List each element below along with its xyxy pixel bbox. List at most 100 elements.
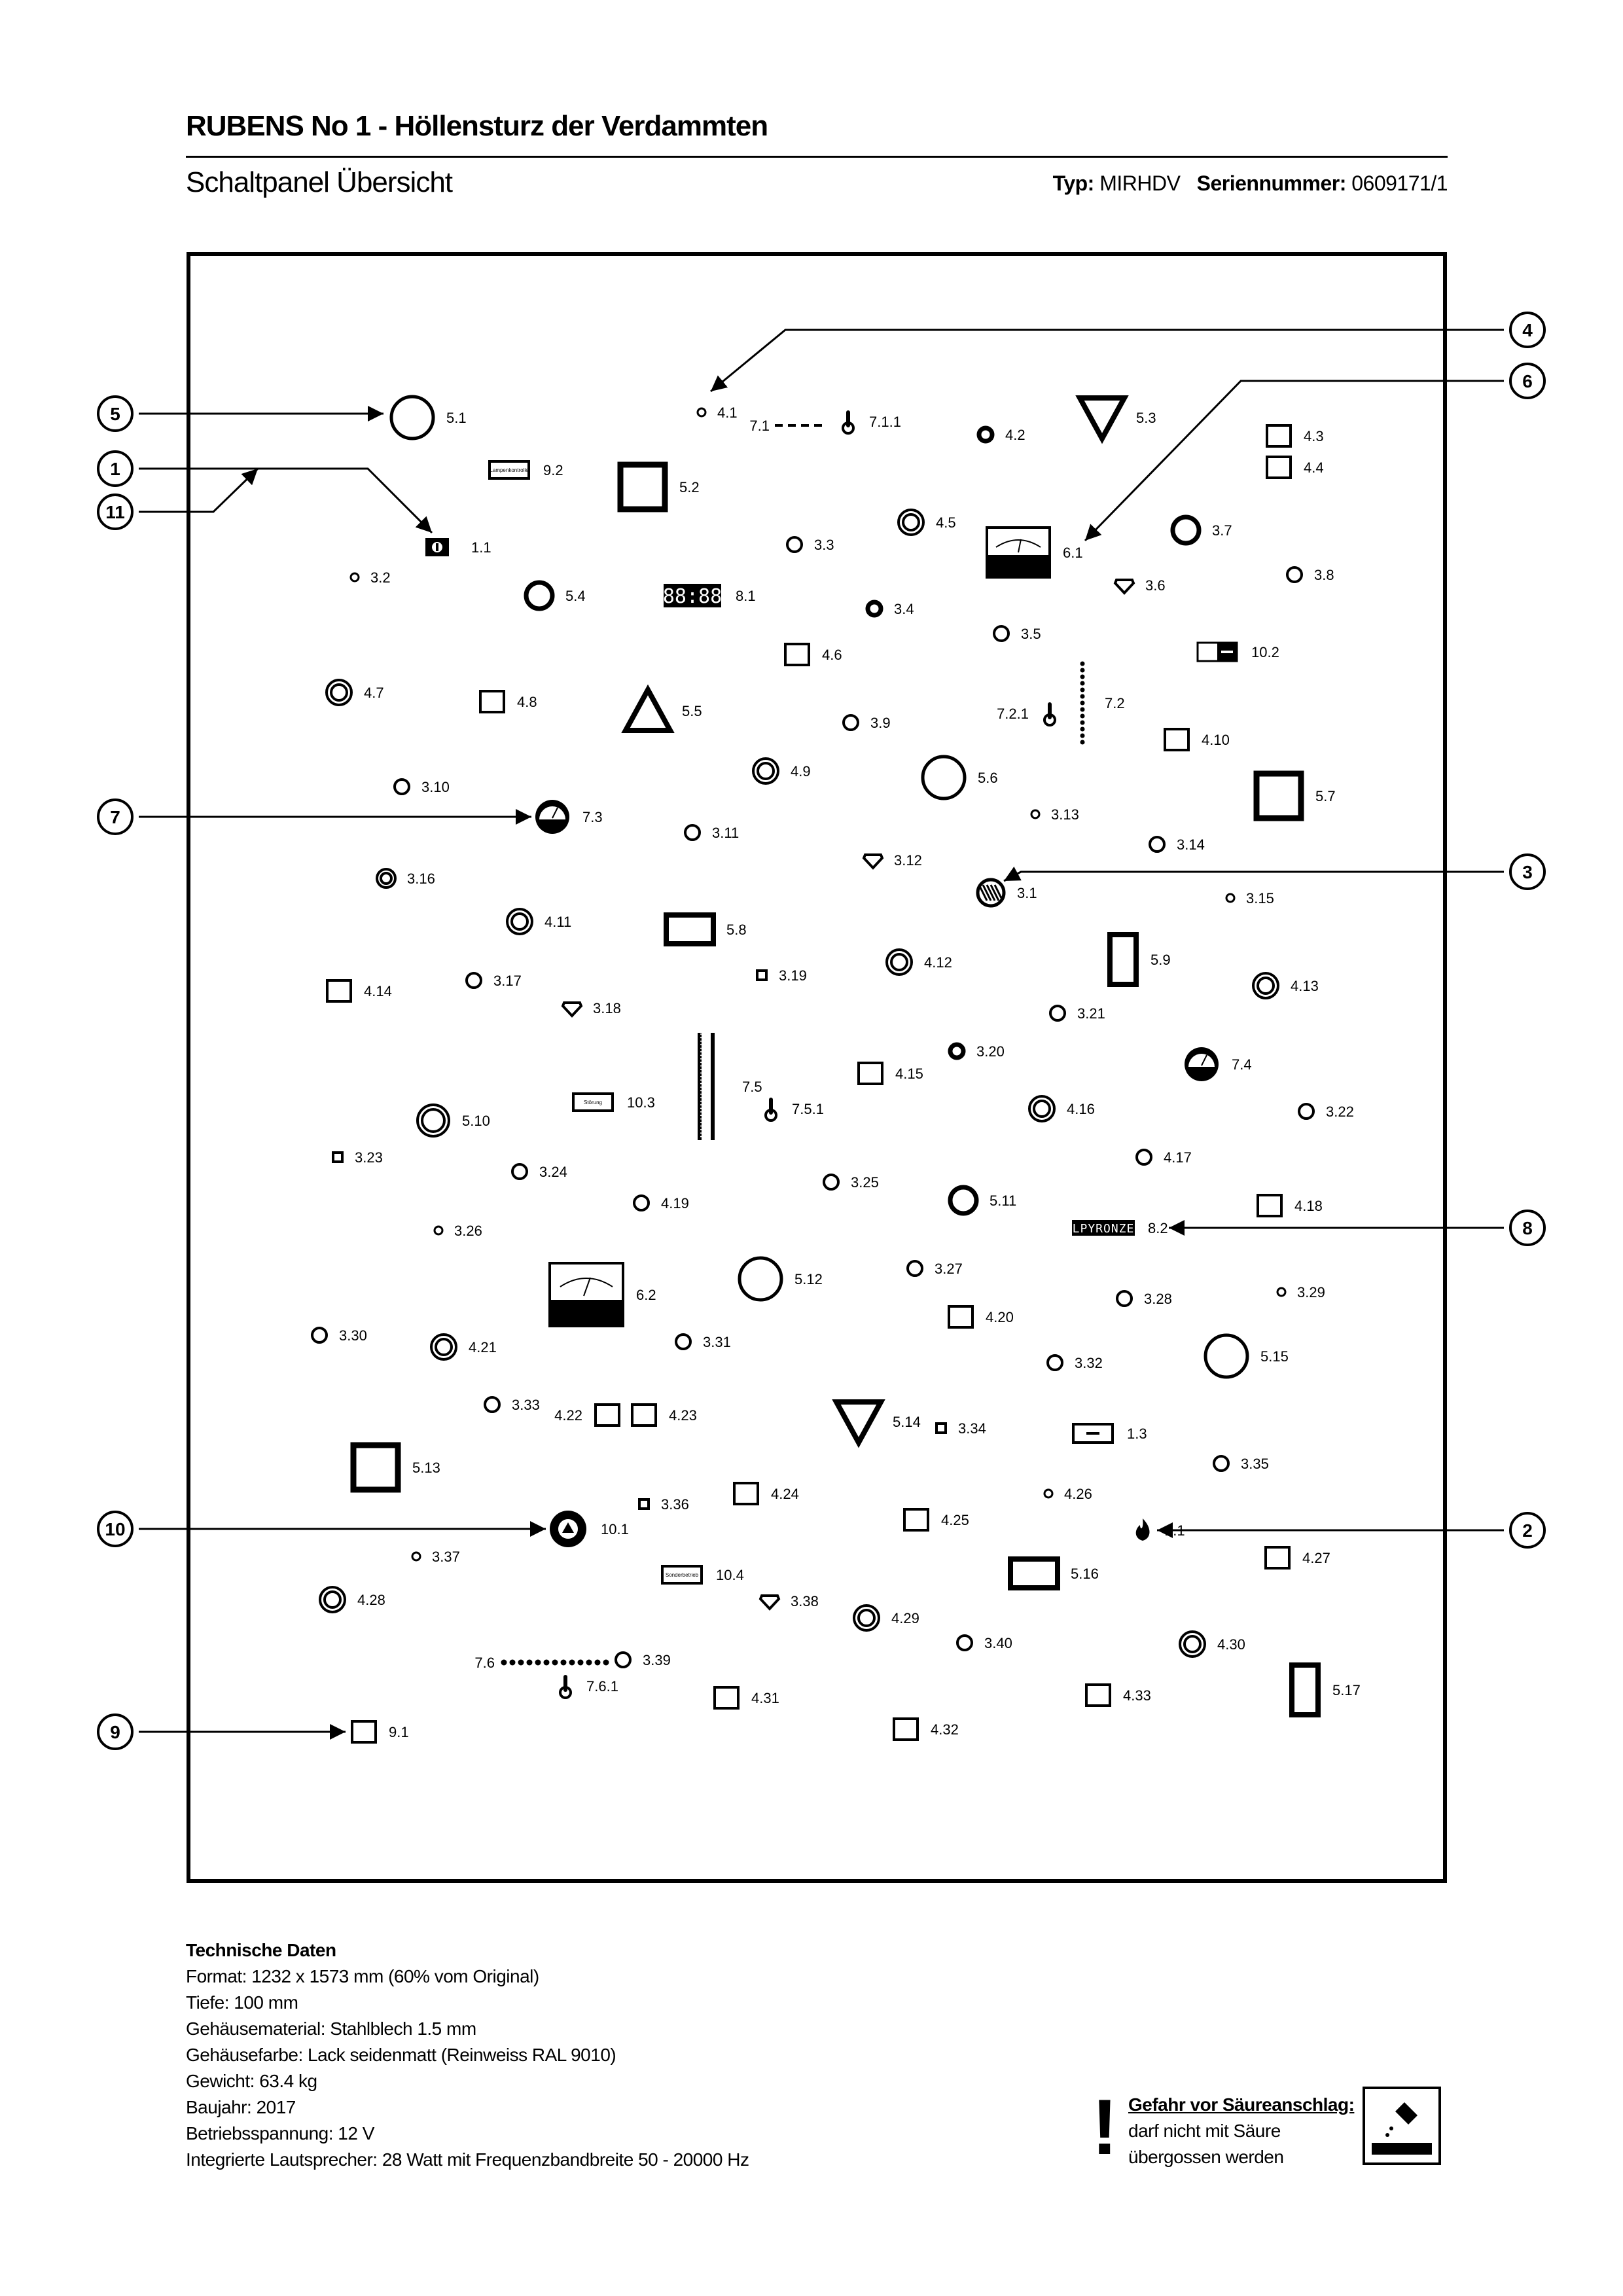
tech-line: Gehäusefarbe: Lack seidenmatt (Reinweiss… xyxy=(186,2045,616,2065)
component-tri-down: 5.14 xyxy=(832,1399,921,1448)
component-label: 5.5 xyxy=(682,703,702,719)
component-label: 4.25 xyxy=(941,1512,969,1528)
component-label: 3.27 xyxy=(935,1261,963,1277)
callout-arrow xyxy=(1084,380,1504,542)
component-label: 3.23 xyxy=(355,1149,383,1166)
callout-number: 9 xyxy=(110,1722,120,1742)
component-label: 6.1 xyxy=(1063,545,1083,561)
component-label: 3.6 xyxy=(1145,577,1166,594)
component-c-ring-l: 5.10 xyxy=(416,1103,490,1138)
callout-number: 6 xyxy=(1522,371,1533,391)
component-c-s: 3.11 xyxy=(684,824,739,841)
warning-line: darf nicht mit Säure xyxy=(1128,2121,1281,2141)
component-label: 3.31 xyxy=(703,1334,731,1350)
component-c-s: 3.3 xyxy=(786,536,834,553)
component-label: 4.15 xyxy=(895,1066,923,1082)
tech-line: Betriebsspannung: 12 V xyxy=(186,2123,374,2144)
callout-arrow xyxy=(139,467,433,534)
component-label: 3.7 xyxy=(1212,522,1232,539)
component-label: 10.2 xyxy=(1251,644,1279,660)
component-label: 5.15 xyxy=(1260,1348,1289,1365)
component-sq-s: 4.6 xyxy=(784,643,842,666)
component-rect-t: 5.17 xyxy=(1289,1662,1361,1717)
component-knob: 3.1 xyxy=(976,878,1037,908)
tech-line: Baujahr: 2017 xyxy=(186,2097,296,2117)
component-label: 5.14 xyxy=(893,1414,921,1430)
component-label: 3.19 xyxy=(779,967,807,984)
svg-text:LPYRONZE: LPYRONZE xyxy=(1073,1222,1135,1236)
component-c-s: 3.25 xyxy=(823,1174,879,1191)
component-label: 3.37 xyxy=(432,1549,460,1565)
component-label: 4.5 xyxy=(936,514,956,531)
component-label: 4.2 xyxy=(1005,427,1026,443)
component-meter-l: 6.2 xyxy=(548,1262,656,1327)
component-c-l: 5.6 xyxy=(921,755,998,800)
component-c-s: 3.21 xyxy=(1049,1005,1105,1022)
svg-text:Störung: Störung xyxy=(584,1100,602,1105)
component-label: 3.26 xyxy=(454,1223,482,1239)
component-label: 4.26 xyxy=(1064,1486,1092,1502)
component-sq-s: 4.10 xyxy=(1164,728,1230,751)
component-diamond: 3.18 xyxy=(561,1000,621,1018)
tech-heading: Technische Daten xyxy=(186,1940,336,1960)
component-label: 4.6 xyxy=(822,647,842,663)
component-sq-s: 4.25 xyxy=(903,1508,969,1532)
component-label: 4.8 xyxy=(517,694,537,710)
component-label: 5.11 xyxy=(990,1193,1016,1209)
component-label: 8.1 xyxy=(736,588,756,604)
component-thermo: 7.6.1 xyxy=(559,1675,618,1699)
component-label: 4.13 xyxy=(1291,978,1319,994)
component-label: 4.16 xyxy=(1067,1101,1095,1117)
component-label: 3.29 xyxy=(1297,1284,1325,1300)
component-c-s: 3.30 xyxy=(311,1327,367,1344)
component-sq-s: 4.32 xyxy=(893,1717,959,1741)
component-c-xs: 3.15 xyxy=(1225,890,1274,906)
component-label: 5.16 xyxy=(1071,1566,1099,1582)
component-diamond: 3.6 xyxy=(1113,577,1166,595)
component-c-s: 3.8 xyxy=(1286,566,1334,583)
component-rect-w: 5.8 xyxy=(664,912,747,946)
tech-line: Gewicht: 63.4 kg xyxy=(186,2071,317,2091)
component-c-ring: 4.13 xyxy=(1252,972,1319,999)
callout-number: 3 xyxy=(1522,862,1533,882)
component-sq-xs: 3.36 xyxy=(638,1496,689,1513)
component-led-v: 7.2 xyxy=(1080,661,1125,745)
component-sq-s: 4.4 xyxy=(1266,456,1324,479)
component-label: 3.3 xyxy=(814,537,834,553)
component-gauge: 7.4 xyxy=(1185,1047,1252,1081)
component-bars: 7.5 xyxy=(698,1033,762,1140)
component-label: 3.18 xyxy=(593,1000,621,1016)
callout-circle: 11 xyxy=(97,493,134,530)
callout-circle: 10 xyxy=(97,1511,134,1547)
component-label: 3.1 xyxy=(1017,885,1037,901)
component-label: 7.1 xyxy=(749,418,770,434)
component-c-s: 3.33 xyxy=(484,1396,540,1413)
component-label: 3.15 xyxy=(1246,890,1274,906)
component-c-m: 5.11 xyxy=(948,1185,1016,1216)
component-label: 4.21 xyxy=(469,1339,497,1355)
component-c-s: 4.17 xyxy=(1135,1149,1192,1166)
component-sq-s: 4.14 xyxy=(326,979,392,1003)
callout-number: 4 xyxy=(1522,320,1533,340)
component-c-s: 3.28 xyxy=(1116,1290,1172,1307)
component-gauge: 7.3 xyxy=(535,800,603,834)
component-c-l: 5.1 xyxy=(389,395,467,440)
callout-number: 1 xyxy=(110,459,120,479)
component-label: 5.17 xyxy=(1332,1682,1361,1698)
component-sq-xs: 3.19 xyxy=(756,967,807,984)
panel-components: 1.11.32.13.13.23.33.43.53.63.73.83.93.10… xyxy=(311,395,1361,1744)
component-thermo: 7.1.1 xyxy=(842,410,901,435)
component-label: 10.3 xyxy=(627,1094,655,1111)
tech-line: Gehäusematerial: Stahlblech 1.5 mm xyxy=(186,2018,476,2039)
component-speaker: 10.1 xyxy=(550,1511,629,1547)
component-label: 2.1 xyxy=(1165,1522,1185,1539)
component-label: 5.12 xyxy=(794,1271,823,1287)
component-label: 3.35 xyxy=(1241,1456,1269,1472)
callout-arrow xyxy=(1003,867,1504,882)
component-c-s: 3.27 xyxy=(906,1260,963,1277)
component-label: 8.2 xyxy=(1148,1220,1168,1236)
